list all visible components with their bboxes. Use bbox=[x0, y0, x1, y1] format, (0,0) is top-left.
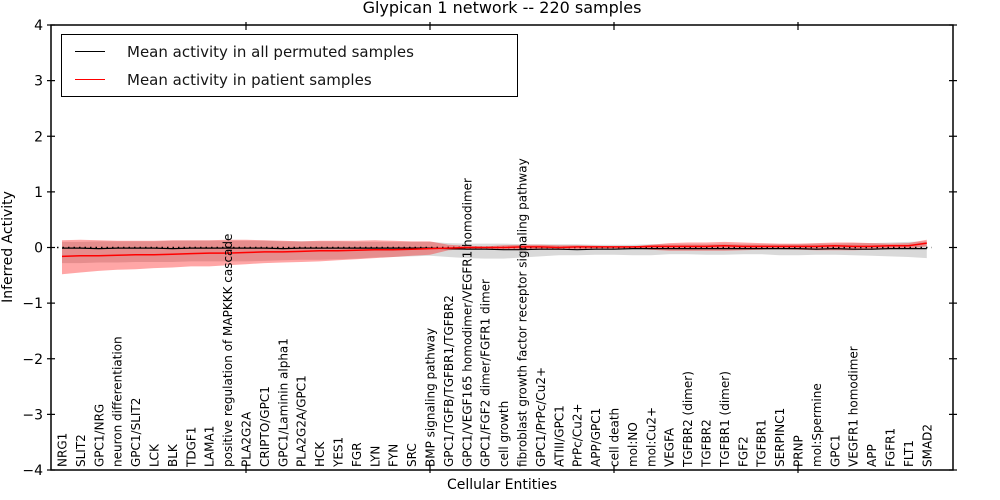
x-tick-label: GPC1/PrPc/Cu2+ bbox=[534, 367, 548, 467]
patient-line-swatch bbox=[75, 79, 105, 80]
permuted-line-swatch bbox=[75, 51, 105, 52]
x-tick-label: GPC1/TGFB/TGFBR1/TGFBR2 bbox=[442, 295, 456, 467]
x-tick-label: cell death bbox=[608, 408, 622, 467]
legend-item-patient: Mean activity in patient samples bbox=[62, 69, 517, 91]
y-tick-label: 2 bbox=[34, 129, 43, 145]
legend-label-permuted: Mean activity in all permuted samples bbox=[127, 42, 414, 61]
y-tick-label: 4 bbox=[34, 18, 43, 34]
y-axis-label: Inferred Activity bbox=[0, 191, 16, 303]
x-tick-label: NRG1 bbox=[56, 433, 70, 467]
x-tick-label: mol:NO bbox=[626, 422, 640, 467]
x-tick-label: FGFR1 bbox=[884, 428, 898, 467]
x-tick-label: SERPINC1 bbox=[773, 408, 787, 467]
y-tick-label: −3 bbox=[22, 407, 43, 423]
x-tick-label: BMP signaling pathway bbox=[424, 328, 438, 467]
y-tick-label: −2 bbox=[22, 352, 43, 368]
x-tick-label: VEGFA bbox=[663, 427, 677, 467]
x-tick-label: APP/GPC1 bbox=[589, 408, 603, 467]
x-tick-label: CRIPTO/GPC1 bbox=[258, 386, 272, 467]
y-tick-label: 0 bbox=[34, 241, 43, 257]
x-tick-label: GPC1/Laminin alpha1 bbox=[276, 338, 290, 467]
x-tick-label: positive regulation of MAPKKK cascade bbox=[221, 234, 235, 467]
legend-item-permuted: Mean activity in all permuted samples bbox=[62, 41, 517, 63]
x-tick-label: GPC1 bbox=[828, 434, 842, 467]
x-tick-label: LCK bbox=[148, 443, 162, 467]
x-tick-label: YES1 bbox=[332, 437, 346, 468]
x-tick-label: TGFBR1 (dimer) bbox=[718, 371, 732, 468]
x-tick-label: FLT1 bbox=[902, 440, 916, 467]
x-tick-label: PRNP bbox=[792, 435, 806, 467]
x-tick-label: mol:Spermine bbox=[810, 383, 824, 467]
x-tick-label: FYN bbox=[387, 444, 401, 467]
x-tick-label: SLIT2 bbox=[74, 434, 88, 467]
x-tick-label: TGFBR2 (dimer) bbox=[681, 371, 695, 468]
x-tick-label: neuron differentiation bbox=[111, 336, 125, 467]
chart-title: Glypican 1 network -- 220 samples bbox=[362, 0, 642, 17]
x-tick-label: SMAD2 bbox=[920, 424, 934, 467]
x-tick-label: PLA2G2A bbox=[240, 411, 254, 467]
y-tick-label: 3 bbox=[34, 74, 43, 90]
x-tick-label: TDGF1 bbox=[184, 427, 198, 468]
x-tick-label: APP bbox=[865, 444, 879, 467]
permuted-mean-line bbox=[62, 247, 927, 251]
y-tick-label: −4 bbox=[22, 463, 43, 479]
x-tick-label: mol:Cu2+ bbox=[644, 407, 658, 467]
x-tick-label: SRC bbox=[405, 443, 419, 467]
y-tick-label: 1 bbox=[34, 185, 43, 201]
x-tick-label: GPC1/VEGF165 homodimer/VEGFR1 homodimer bbox=[460, 178, 474, 467]
x-tick-label: TGFBR2 bbox=[700, 419, 714, 468]
plot-border bbox=[50, 24, 954, 471]
x-tick-label: PLA2G2A/GPC1 bbox=[295, 375, 309, 467]
x-tick-label: GPC1/NRG bbox=[92, 404, 106, 467]
x-tick-label: VEGFR1 homodimer bbox=[847, 346, 861, 467]
x-tick-label: FGF2 bbox=[736, 436, 750, 467]
x-tick-label: GPC1/FGF2 dimer/FGFR1 dimer bbox=[479, 279, 493, 467]
x-axis-label: Cellular Entities bbox=[446, 477, 558, 493]
x-tick-label: LYN bbox=[368, 446, 382, 467]
x-tick-label: GPC1/SLIT2 bbox=[129, 398, 143, 467]
legend: Mean activity in all permuted samples Me… bbox=[61, 34, 518, 97]
x-tick-label: cell growth bbox=[497, 401, 511, 467]
x-tick-label: HCK bbox=[313, 441, 327, 467]
x-tick-label: LAMA1 bbox=[203, 426, 217, 467]
patient-mean-line bbox=[61, 242, 927, 258]
x-tick-label: BLK bbox=[166, 443, 180, 467]
legend-label-patient: Mean activity in patient samples bbox=[127, 70, 372, 89]
x-tick-label: FGR bbox=[350, 442, 364, 467]
y-tick-label: −1 bbox=[22, 296, 43, 312]
x-tick-label: PrPc/Cu2+ bbox=[571, 403, 585, 467]
x-tick-label: fibroblast growth factor receptor signal… bbox=[516, 158, 530, 467]
x-tick-label: TGFBR1 bbox=[755, 419, 769, 468]
x-tick-label: ATIII/GPC1 bbox=[552, 405, 566, 467]
